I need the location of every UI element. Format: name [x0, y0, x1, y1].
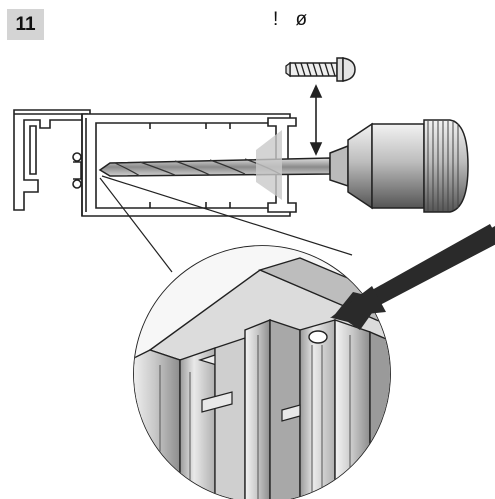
- step-number: 11: [15, 13, 36, 35]
- screw-icon: [285, 57, 356, 82]
- drill-chuck-icon: [329, 119, 469, 213]
- detail-leader-lines: [99, 175, 353, 273]
- step-caption: ! ø: [273, 9, 314, 30]
- step-number-badge: 11: [7, 9, 44, 40]
- magnified-detail-icon: [133, 245, 391, 499]
- arrow-icon: [330, 224, 495, 330]
- distance-arrow-icon: [309, 84, 323, 156]
- drill-bit-icon: [98, 130, 331, 200]
